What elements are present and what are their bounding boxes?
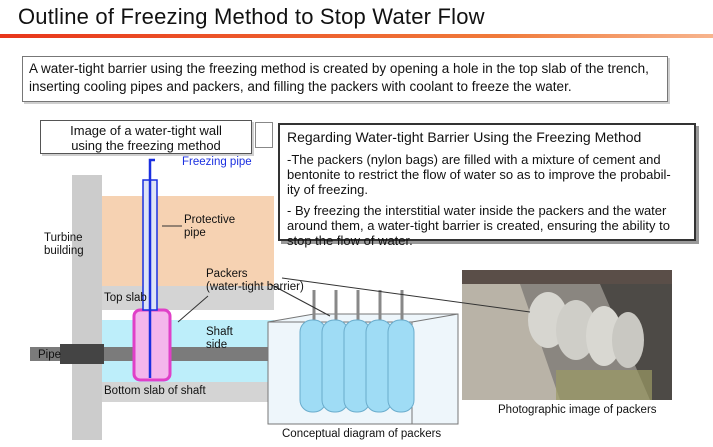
page-title: Outline of Freezing Method to Stop Water… — [18, 4, 485, 29]
shaft-label-1: Shaft — [206, 326, 233, 338]
intro-box: A water-tight barrier using the freezing… — [22, 56, 668, 102]
intro-line-1: A water-tight barrier using the freezing… — [29, 61, 649, 76]
turbine-building-wall — [72, 175, 102, 440]
note-bullet-1-line-3: ity of freezing. — [287, 182, 368, 197]
packers-photo — [462, 270, 672, 400]
turbine-label-1: Turbine — [44, 232, 83, 244]
conceptual-caption: Conceptual diagram of packers — [282, 428, 442, 440]
image-caption-box: Image of a water-tight wall using the fr… — [40, 120, 252, 154]
bottom-slab — [102, 382, 274, 402]
packers-leader-conceptual — [269, 283, 331, 317]
pipe-flange — [60, 344, 104, 364]
note-bullet-1-line-1: -The packers (nylon bags) are filled wit… — [287, 152, 661, 167]
note-bullet-2-line-3: stop the flow of water. — [287, 233, 413, 248]
turbine-label-2: building — [44, 245, 84, 257]
freezing-pipe-top — [148, 158, 155, 166]
image-caption-line-2: using the freezing method — [71, 138, 221, 153]
packers-label-2: (water-tight barrier) — [206, 281, 304, 293]
conceptual-packers — [267, 290, 459, 425]
image-caption-line-1: Image of a water-tight wall — [70, 123, 222, 138]
photo-caption: Photographic image of packers — [498, 404, 657, 416]
soil-layer — [102, 196, 274, 286]
freezing-pipe-label: Freezing pipe — [182, 156, 252, 168]
protective-label-1: Protective — [184, 214, 236, 226]
shaft-label-2: side — [206, 339, 228, 351]
packer-leader — [177, 295, 209, 323]
note-heading: Regarding Water-tight Barrier Using the … — [287, 129, 642, 145]
freezing-method-note: Regarding Water-tight Barrier Using the … — [278, 123, 696, 248]
note-bullet-1-line-2: bentonite to restrict the flow of water … — [287, 167, 671, 182]
packers-label-1: Packers — [206, 268, 248, 280]
packers-leader-photo — [281, 277, 531, 313]
pipe-label: Pipe — [38, 349, 62, 361]
protective-label-2: pipe — [184, 227, 206, 239]
callout-connector-box — [255, 122, 273, 148]
packer-in-section — [132, 308, 172, 382]
title-underline — [0, 34, 713, 38]
note-bullet-2-line-2: around them, a water-tight barrier is cr… — [287, 218, 670, 233]
bottom-slab-label: Bottom slab of shaft — [104, 385, 206, 397]
top-slab-label: Top slab — [104, 292, 147, 304]
top-slab — [102, 286, 274, 310]
note-bullet-2-line-1: - By freezing the interstitial water ins… — [287, 203, 667, 218]
intro-line-2: inserting cooling pipes and packers, and… — [29, 79, 572, 94]
